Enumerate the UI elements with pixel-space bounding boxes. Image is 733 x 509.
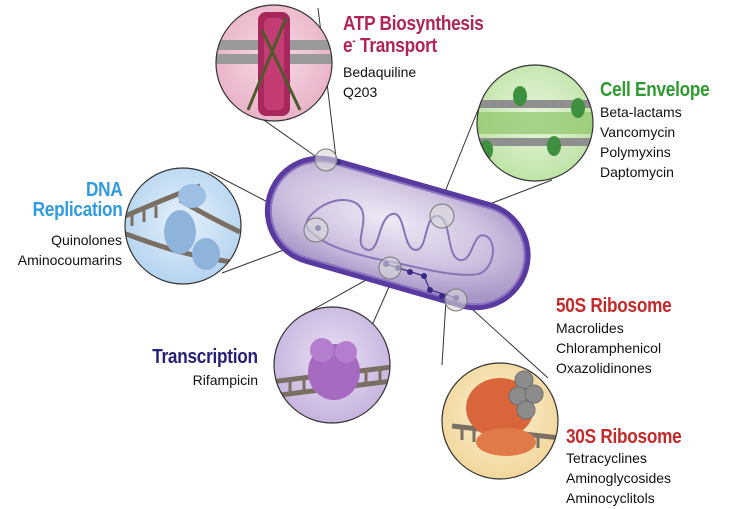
drug-item: Rifampicin (192, 372, 258, 388)
transcription-title: Transcription (152, 346, 258, 368)
drug-item: Chloramphenicol (556, 340, 662, 356)
drug-item: Polymyxins (600, 144, 671, 160)
envelope-drugs: Beta-lactams Vancomycin Polymyxins Dapto… (600, 102, 682, 182)
ribosome-circle (441, 362, 559, 480)
atp-drugs: Bedaquiline Q203 (343, 62, 416, 102)
envelope-title: Cell Envelope (600, 79, 710, 101)
dna-replication-circle (124, 167, 242, 285)
ribosome50-drugs: Macrolides Chloramphenicol Oxazolidinone… (556, 318, 661, 378)
atp-title-line2: e- Transport (343, 33, 438, 57)
drug-item: Quinolones (51, 232, 122, 248)
dna-title: DNA Replication (32, 180, 122, 220)
transcription-drugs: Rifampicin (193, 370, 258, 390)
drug-item: Aminocoumarins (17, 252, 122, 268)
drug-item: Bedaquiline (343, 64, 417, 80)
atp-title-line1: ATP Biosynthesis (343, 13, 484, 35)
atp-title: ATP Biosynthesis e- Transport (343, 14, 484, 56)
bacterium-cell (264, 148, 531, 312)
drug-item: Macrolides (556, 320, 624, 336)
dna-title-line1: DNA (85, 179, 123, 201)
atp-synthase-circle (215, 4, 333, 122)
drug-item: Q203 (343, 84, 378, 100)
drug-item: Vancomycin (600, 124, 676, 140)
dna-title-line2: Replication (32, 199, 122, 221)
transcription-circle (273, 306, 391, 424)
drug-item: Aminocyclitols (566, 490, 655, 506)
electron-superscript: - (352, 33, 356, 47)
dna-drugs: Quinolones Aminocoumarins (18, 230, 122, 270)
drug-item: Daptomycin (600, 164, 674, 180)
drug-item: Beta-lactams (600, 104, 682, 120)
ribosome50-title: 50S Ribosome (556, 295, 672, 317)
drug-item: Oxazolidinones (556, 360, 652, 376)
ribosome30-drugs: Tetracyclines Aminoglycosides Aminocycli… (566, 448, 671, 508)
cell-envelope-circle (476, 64, 594, 182)
ribosome30-title: 30S Ribosome (566, 426, 682, 448)
drug-item: Tetracyclines (566, 450, 647, 466)
drug-item: Aminoglycosides (566, 470, 672, 486)
